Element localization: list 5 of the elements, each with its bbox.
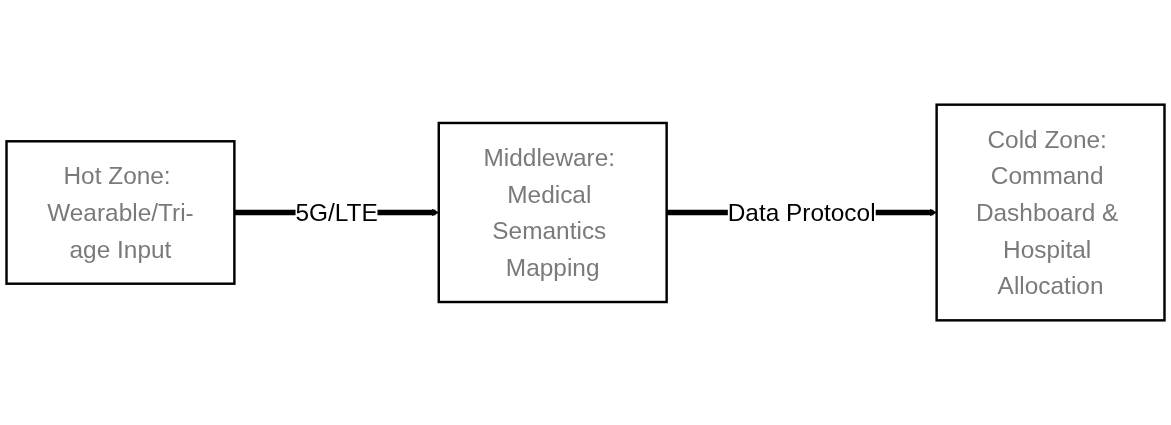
- node-box: Cold Zone: Command Dashboard & Hospital Allocation: [935, 103, 1166, 322]
- node-box: Middleware: Medical Semantics Mapping: [437, 121, 668, 304]
- node-box: Hot Zone: Wearable/Tri-age Input: [5, 140, 236, 285]
- edge-label: Data Protocol: [727, 199, 876, 226]
- edge-label: 5G/LTE: [295, 199, 378, 226]
